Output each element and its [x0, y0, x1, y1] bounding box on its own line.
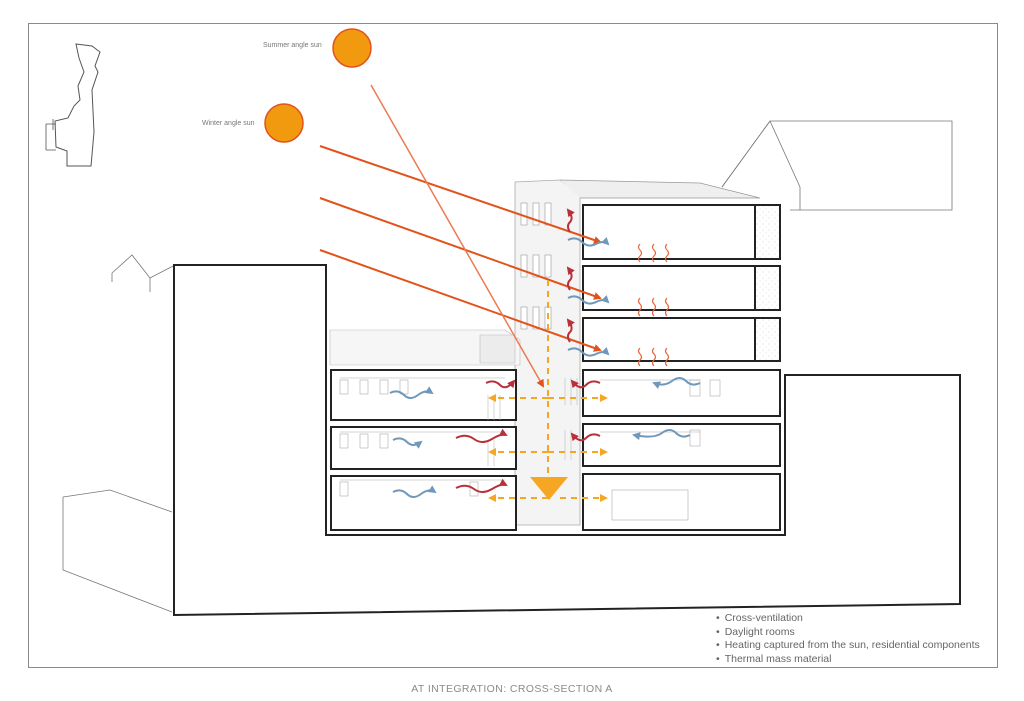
summer-sun-icon [332, 28, 372, 68]
winter-sun-icon [264, 103, 304, 143]
warm-air-arrow-icon [455, 208, 601, 493]
daylight-arrow-icon [530, 477, 568, 500]
daylight-arrows [488, 280, 608, 502]
summer-sun-label: Summer angle sun [263, 42, 322, 49]
legend-item: Heating captured from the sun, residenti… [716, 639, 980, 653]
sun-rays [319, 84, 602, 388]
legend-item: Cross-ventilation [716, 612, 980, 626]
legend-item: Thermal mass material [716, 653, 980, 667]
building-section [173, 179, 961, 617]
winter-sun-label: Winter angle sun [202, 120, 255, 127]
site-plan-icon [45, 43, 101, 167]
legend: Cross-ventilation Daylight rooms Heating… [716, 612, 980, 666]
cool-air-arrow-icon [389, 236, 701, 498]
legend-item: Daylight rooms [716, 626, 980, 640]
background-buildings [62, 120, 953, 613]
diagram-caption: AT INTEGRATION: CROSS-SECTION A [411, 683, 613, 695]
heat-wave-icon [637, 243, 670, 367]
drawing-frame [28, 23, 998, 668]
